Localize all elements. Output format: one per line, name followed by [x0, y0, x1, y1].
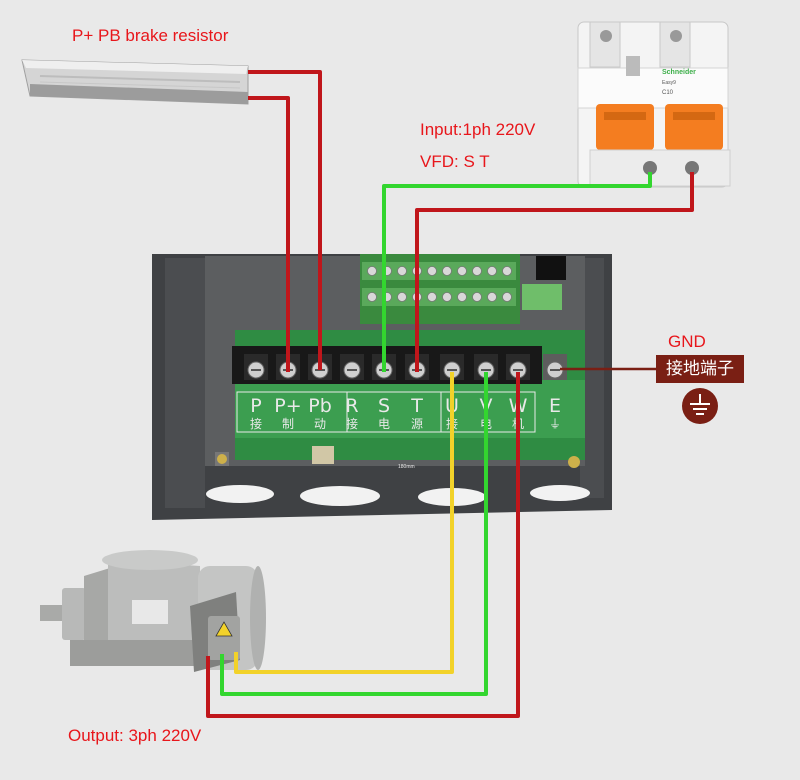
terminal-sublabel: 源: [411, 417, 423, 431]
control-board: [360, 254, 566, 324]
wiring: [206, 70, 694, 718]
terminal-sublabel: 接: [346, 416, 358, 431]
control-terminal-screw: [427, 292, 437, 302]
control-terminal-screw: [487, 266, 497, 276]
cable-hole: [206, 485, 274, 503]
circuit-breaker: Schneider Easy9 C10: [577, 21, 731, 188]
control-terminal-screw: [457, 292, 467, 302]
control-terminal-screw: [442, 266, 452, 276]
gear-motor: [40, 550, 266, 672]
control-terminal-screw: [367, 266, 377, 276]
terminal-screw: [244, 354, 268, 380]
vfd-label: VFD: S T: [420, 152, 490, 171]
control-terminal-screw: [397, 292, 407, 302]
ground-terminal-tag: 接地端子: [656, 355, 744, 383]
control-terminal-screw: [472, 266, 482, 276]
terminal-sublabel: 接: [250, 416, 262, 431]
gnd-label: GND: [668, 332, 706, 351]
input-label: Input:1ph 220V: [420, 120, 536, 139]
terminal-sublabel: 制: [282, 417, 294, 431]
terminal-label: E: [549, 395, 561, 417]
control-terminal-screw: [487, 292, 497, 302]
wire-output-u: [234, 372, 454, 674]
control-terminal-screw: [502, 292, 512, 302]
terminal-sublabel: 电: [378, 417, 390, 431]
terminal-screw: [474, 354, 498, 380]
wire-output-w: [206, 372, 520, 718]
terminal-label: Pb: [308, 395, 332, 417]
control-terminal-screw: [397, 266, 407, 276]
wire-input-t: [415, 172, 694, 372]
control-terminal-screw: [427, 266, 437, 276]
brake-resistor: [21, 59, 249, 105]
control-terminal-screw: [367, 292, 377, 302]
breaker-model: C10: [662, 90, 674, 96]
control-terminal-screw: [472, 292, 482, 302]
control-terminal-screw: [457, 266, 467, 276]
control-terminal-screw: [442, 292, 452, 302]
terminal-label: T: [410, 395, 423, 417]
output-label: Output: 3ph 220V: [68, 726, 202, 745]
wire-output-v: [220, 372, 488, 696]
terminal-sublabel: ⏚: [549, 417, 561, 431]
control-terminal-screw: [502, 266, 512, 276]
terminal-screw: [340, 354, 364, 380]
wire-brake-pb: [248, 70, 322, 370]
wire-input-s: [382, 172, 652, 372]
terminal-sublabel: 动: [314, 417, 326, 431]
wire-brake-p-plus: [248, 96, 290, 372]
cable-hole: [530, 485, 590, 501]
terminal-label: S: [378, 395, 390, 417]
ground-symbol-icon: [682, 388, 718, 424]
terminal-label: P+: [274, 395, 301, 417]
terminal-label: R: [345, 395, 358, 417]
breaker-brand: Schneider: [662, 69, 696, 76]
cable-hole: [300, 486, 380, 506]
terminal-screw: [543, 354, 567, 380]
breaker-series: Easy9: [662, 80, 676, 86]
terminal-label: P: [250, 395, 261, 417]
board-marking: 180mm: [398, 464, 415, 470]
brake-resistor-label: P+ PB brake resistor: [72, 26, 229, 45]
